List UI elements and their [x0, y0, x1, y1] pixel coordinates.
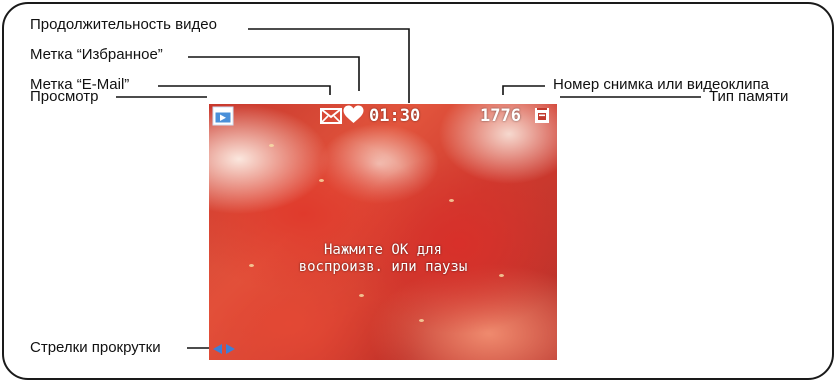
playback-instruction: Нажмите OK для воспроизв. или паузы: [209, 242, 557, 276]
instruction-line-2: воспроизв. или паузы: [298, 259, 468, 275]
leader-favorite-tag: [188, 56, 360, 91]
review-mode-icon: [212, 106, 234, 126]
label-video-duration: Продолжительность видео: [30, 16, 217, 33]
label-picture-number: Номер снимка или видеоклипа: [553, 76, 770, 93]
heart-icon: [343, 105, 364, 123]
label-review: Просмотр: [30, 88, 99, 105]
leader-video-duration: [248, 28, 410, 103]
label-scroll-arrows: Стрелки прокрутки: [30, 339, 161, 356]
leader-picture-number: [502, 85, 545, 95]
memory-card-icon: [535, 108, 549, 123]
label-storage-type: Тип памяти: [709, 88, 789, 105]
label-favorite-tag: Метка “Избранное”: [30, 46, 163, 63]
camera-screen: 01:30 1776 Нажмите OK для воспроизв. или…: [209, 104, 557, 360]
picture-number-text: 1776: [480, 106, 521, 126]
leader-email-tag: [158, 85, 331, 95]
label-email-tag: Метка “E-Mail”: [30, 76, 130, 93]
diagram-frame: [2, 2, 834, 380]
instruction-line-1: Нажмите OK для: [323, 242, 442, 258]
email-icon: [320, 108, 342, 124]
scroll-arrows-icon: [213, 344, 235, 354]
video-duration-text: 01:30: [369, 106, 421, 126]
